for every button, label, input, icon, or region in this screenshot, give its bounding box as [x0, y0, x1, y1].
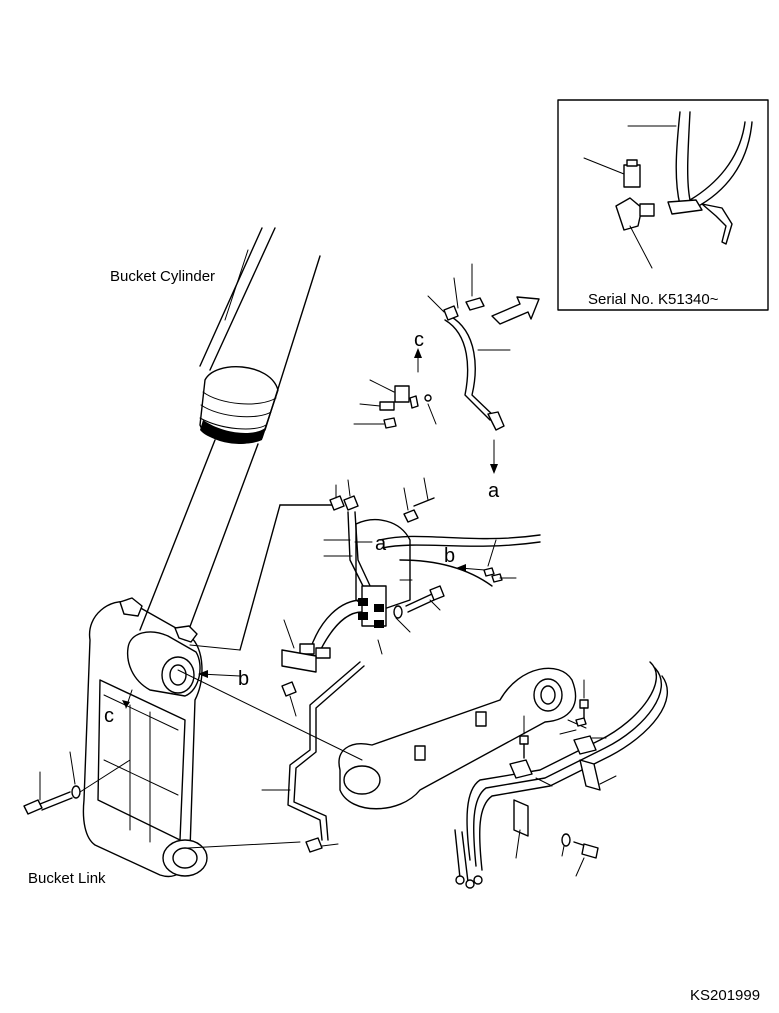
- upper-hose: c a: [353, 263, 511, 502]
- drawing-code: KS201999: [690, 987, 760, 1004]
- clamp-and-pipe: [177, 619, 365, 853]
- serial-note: Serial No. K51340~: [588, 291, 719, 308]
- bucket-cylinder-label: Bucket Cylinder: [110, 268, 215, 285]
- inset-arrow: [491, 296, 540, 325]
- bucket-link: Bucket Link c b: [28, 597, 249, 887]
- bucket-link-arm: [338, 667, 577, 810]
- bolt-left: [23, 751, 131, 815]
- manifold-assembly: a b: [189, 477, 541, 659]
- ref-letter-b-mid: b: [444, 545, 455, 567]
- ref-letter-c-left: c: [104, 705, 114, 727]
- right-hose-assembly: [454, 661, 668, 889]
- bucket-cylinder: Bucket Cylinder: [110, 227, 321, 641]
- inset-detail: Serial No. K51340~: [557, 99, 769, 311]
- ref-letter-a-mid: a: [375, 533, 387, 555]
- bucket-link-label: Bucket Link: [28, 870, 106, 887]
- ref-letter-a-top: a: [488, 480, 500, 502]
- ref-letter-b-left: b: [238, 668, 249, 690]
- ref-letter-c-top: c: [414, 329, 424, 351]
- inset-frame: [557, 99, 769, 311]
